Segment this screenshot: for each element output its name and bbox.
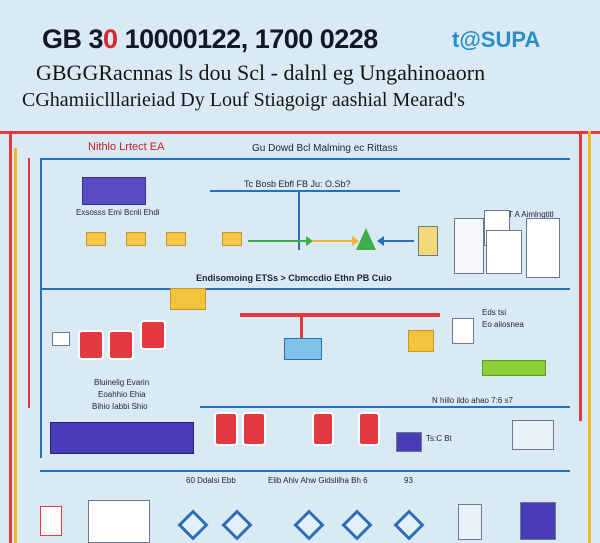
frame-left-label: Nithlo Lrtect EA: [88, 141, 165, 153]
arrow-row1-left: [377, 236, 414, 246]
folder-1: [86, 232, 106, 246]
brand-logo: t@SUPA: [452, 27, 541, 52]
subtitle-line-1: GBGGRacnnas ls dou Scl - dalnl eg Ungahi…: [36, 60, 486, 85]
device-card: [82, 177, 146, 205]
wire-red-drop: [300, 313, 303, 353]
report-sheet: [452, 318, 474, 344]
flow-diamond-4: [341, 509, 373, 541]
code-prefix: GB 3: [42, 24, 104, 54]
row1-top-label: Tc Bosb Ebfl FB Ju: O.Sb?: [244, 179, 351, 189]
folder-2: [126, 232, 146, 246]
flow-diamond-2: [221, 509, 253, 541]
doc-card-3: [486, 230, 522, 274]
right-row3-label: N hiilo ildo ahao 7:6 s7: [432, 396, 513, 405]
flow-diamond-5: [393, 509, 425, 541]
folder-3: [166, 232, 186, 246]
right-row3-small: Ts:C Bt: [426, 434, 452, 443]
small-monitor: [52, 332, 70, 346]
flow-diamond-1: [177, 509, 209, 541]
mid-label: Endisomoing ETSs > Cbmccdio Ethn PB Cuio: [196, 273, 392, 283]
green-bar: [482, 360, 546, 376]
wire-row1-drop: [298, 190, 300, 250]
wire-top-yellow: [14, 148, 17, 543]
wire-red-bridge: [240, 313, 440, 317]
red-node-2: [108, 330, 134, 360]
yellow-panel: [170, 288, 206, 310]
doc-card-2: [454, 218, 484, 274]
wire-row3: [200, 406, 570, 408]
left-mid-caption-2: Eoahhio Ehia: [98, 390, 146, 399]
doc-card-4: [526, 218, 560, 278]
chart-tile: [512, 420, 554, 450]
arrow-row1-right: [248, 236, 313, 246]
bottom-label-1: 60 Ddalsi Ebb: [186, 476, 236, 485]
bottom-label-3: 93: [404, 476, 413, 485]
code-rest: 10000122, 1700 0228: [124, 24, 379, 54]
bottom-label-2: Elib Ahiv Ahw Gidslilha Bh 6: [268, 476, 368, 485]
bottom-server-icon: [520, 502, 556, 540]
mini-panel: [396, 432, 422, 452]
wire-left-red: [28, 158, 30, 408]
wire-bottom: [40, 470, 570, 472]
red-block-2: [242, 412, 266, 446]
flow-diamond-3: [293, 509, 325, 541]
green-triangle-icon: [356, 228, 376, 250]
red-block-4: [358, 412, 380, 446]
wire-top-blue: [40, 158, 570, 160]
wire-mid: [40, 288, 570, 290]
document-code: GB 30 10000122, 1700 0228: [42, 24, 378, 55]
left-mid-caption-1: Bluinelig Evarin: [94, 378, 150, 387]
right-doc-label: T A Aimlngtitl: [508, 210, 554, 219]
code-red-part: 0: [103, 24, 125, 54]
subtitle-line-2: CGhamiiclllarieiad Dy Louf Stiagoigr aas…: [22, 89, 465, 111]
yellow-tag: [408, 330, 434, 352]
row1-left-caption: Exsosss Emi Bcnli Ehdi: [76, 208, 160, 217]
red-block-1: [214, 412, 238, 446]
frame-right-yellow-wire: [588, 131, 591, 543]
purple-console: [50, 422, 194, 454]
arrow-row1-gold: [312, 236, 359, 246]
wire-row1-split: [210, 190, 400, 192]
red-node-1: [78, 330, 104, 360]
wire-left-blue: [40, 158, 42, 458]
frame-left-wire: [9, 131, 12, 543]
frame-right-wire: [579, 131, 582, 421]
bottom-robot-icon: [458, 504, 482, 540]
bottom-left-badge: [40, 506, 62, 536]
right-mid-label-1: Eds tsi: [482, 308, 507, 317]
frame-top-wire: [0, 131, 600, 134]
left-mid-caption-3: Bihio Iabbi Shio: [92, 402, 148, 411]
right-mid-label-2: Eo aiiosnea: [482, 320, 524, 329]
clipboard-icon: [418, 226, 438, 256]
bottom-striped-panel: [88, 500, 150, 543]
red-block-3: [312, 412, 334, 446]
red-node-3: [140, 320, 166, 350]
processing-ship: [284, 338, 322, 360]
frame-center-label: Gu Dowd Bcl Malming ec Rittass: [252, 143, 398, 154]
folder-4: [222, 232, 242, 246]
